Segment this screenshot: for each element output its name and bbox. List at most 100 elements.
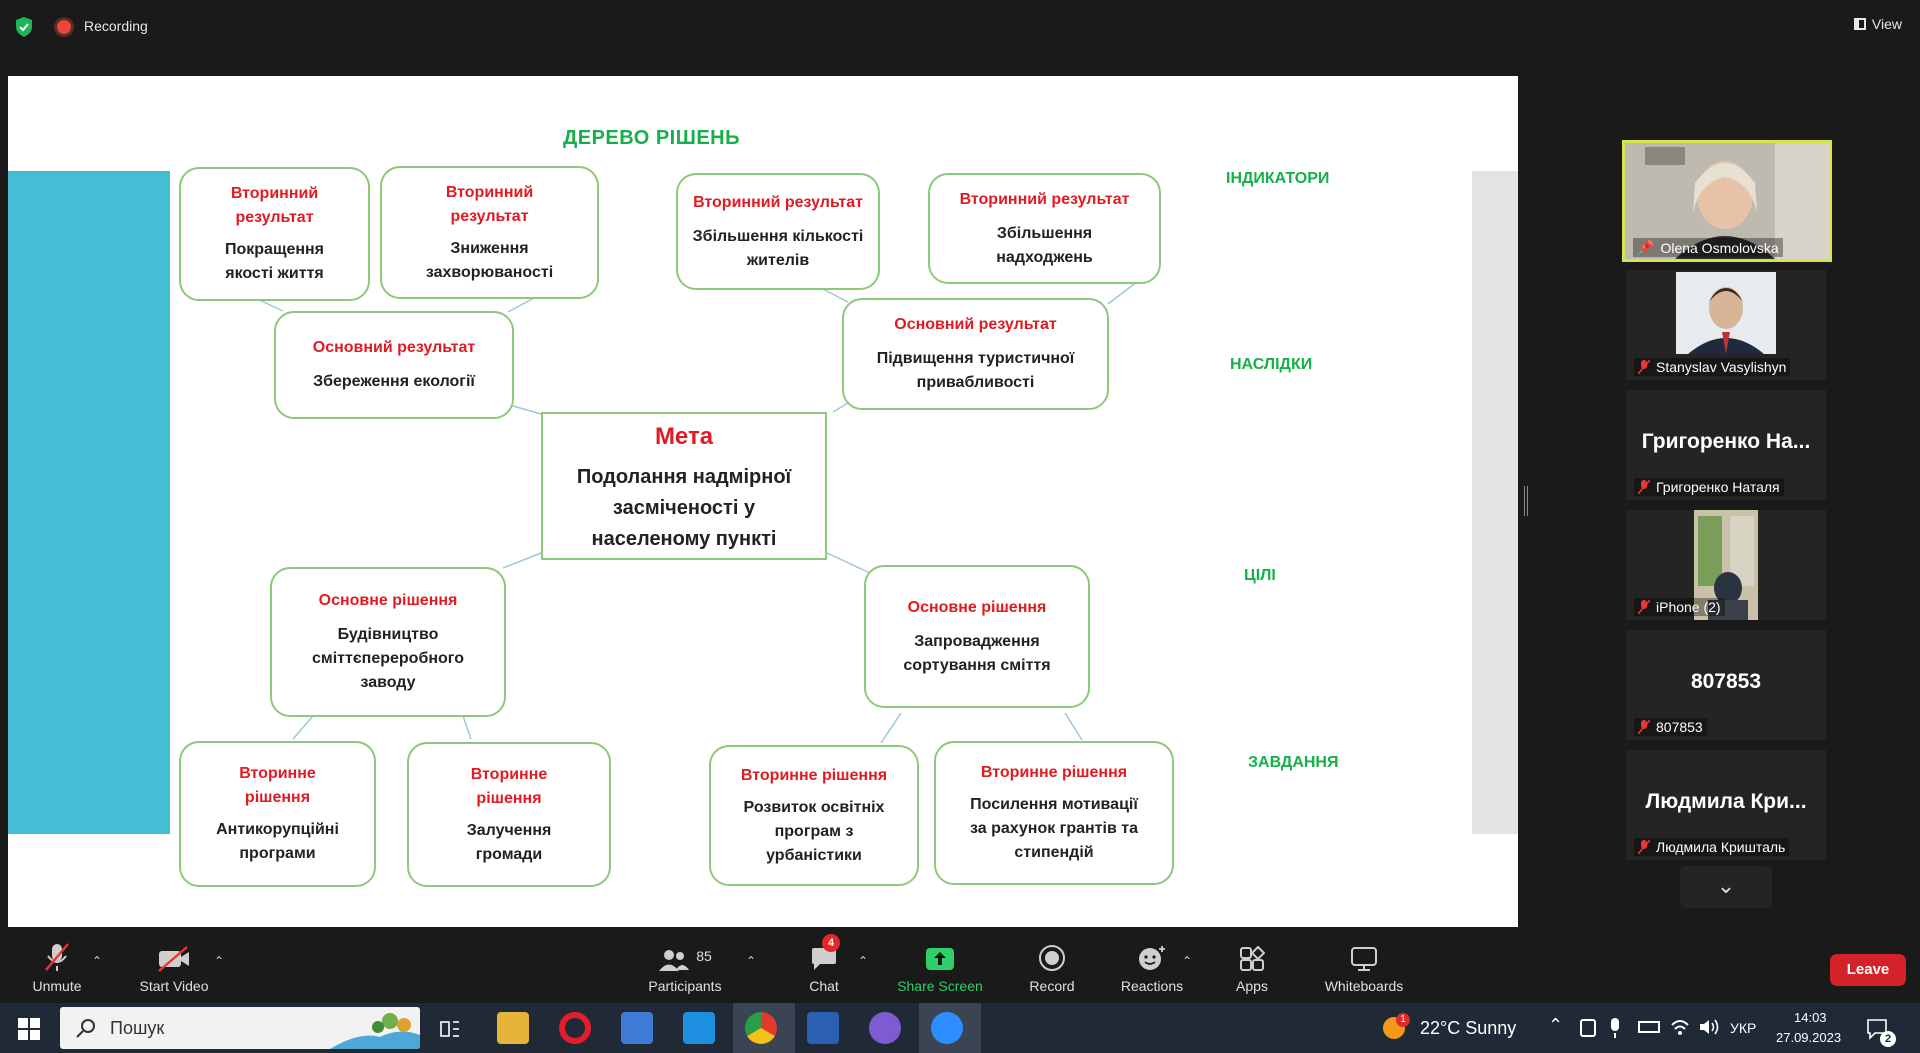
mail-icon[interactable] — [683, 1012, 715, 1044]
weather-badge: 1 — [1396, 1013, 1410, 1027]
participant-tile[interactable]: 807853 807853 — [1626, 630, 1826, 740]
mic-muted-icon — [1638, 480, 1650, 494]
participant-name-text: Григоренко Наталя — [1656, 479, 1780, 495]
record-button[interactable]: Record — [1024, 936, 1080, 1003]
participants-button[interactable]: 85 Participants — [640, 936, 730, 1003]
pin-icon: 📌 — [1637, 239, 1655, 255]
audio-options-caret[interactable]: ⌃ — [92, 954, 103, 968]
whiteboard-icon — [1351, 947, 1377, 971]
notifications-icon[interactable] — [1866, 1017, 1892, 1041]
clock-time[interactable]: 14:03 — [1794, 1010, 1827, 1025]
zoom-window: Recording View ДЕРЕ — [8, 16, 1906, 1003]
node-header: Вторинне рішення — [740, 766, 888, 784]
file-explorer-icon[interactable] — [497, 1012, 529, 1044]
unmute-button[interactable]: Unmute — [20, 936, 94, 1003]
record-icon — [1039, 945, 1065, 971]
participant-video — [1625, 143, 1829, 259]
tray-mic-icon[interactable] — [1608, 1017, 1622, 1039]
battery-icon[interactable] — [1638, 1021, 1660, 1033]
level-indicators: ІНДИКАТОРИ — [1226, 170, 1330, 187]
task-view-icon[interactable] — [440, 1019, 460, 1039]
reactions-button[interactable]: Reactions — [1118, 936, 1186, 1003]
panel-resize-handle[interactable] — [1524, 486, 1528, 516]
node-header: Вторинний — [445, 183, 534, 201]
wifi-icon[interactable] — [1670, 1017, 1690, 1037]
participant-name: Людмила Кришталь — [1634, 838, 1790, 856]
node-text: Будівництво — [337, 626, 439, 643]
participant-tile[interactable]: Людмила Кри... Людмила Кришталь — [1626, 750, 1826, 860]
node-text: сміттєпереробного — [311, 650, 464, 667]
goal-header: Мета — [654, 423, 714, 450]
participant-name: 807853 — [1634, 718, 1707, 736]
node-text: захворюваності — [425, 263, 554, 281]
node-text: Збереження екології — [313, 373, 475, 390]
node-header: Вторинний — [230, 185, 319, 202]
viber-icon[interactable] — [869, 1012, 901, 1044]
participant-initials: Людмила Кри... — [1645, 790, 1807, 813]
mic-muted-icon — [1638, 600, 1650, 614]
speaker-icon[interactable] — [1698, 1017, 1720, 1037]
node-text: Розвиток освітніх — [743, 798, 885, 816]
participant-tile[interactable]: Stanyslav Vasylishyn — [1626, 270, 1826, 380]
leave-button[interactable]: Leave — [1830, 954, 1906, 986]
clock-date[interactable]: 27.09.2023 — [1776, 1030, 1842, 1045]
node-header: Вторинне рішення — [980, 764, 1128, 781]
level-consequences: НАСЛІДКИ — [1230, 356, 1313, 373]
node-header: Основний результат — [312, 339, 476, 356]
chat-button[interactable]: 4 Chat — [800, 934, 848, 1003]
participants-options-caret[interactable]: ⌃ — [746, 954, 757, 968]
store-icon[interactable] — [621, 1012, 653, 1044]
node-header: Основне рішення — [907, 598, 1047, 616]
participant-name: iPhone (2) — [1634, 598, 1725, 616]
chat-options-caret[interactable]: ⌃ — [858, 954, 869, 968]
participant-tile[interactable]: iPhone (2) — [1626, 510, 1826, 620]
video-options-caret[interactable]: ⌃ — [214, 954, 225, 968]
tray-app-icon[interactable] — [1580, 1019, 1596, 1037]
tray-chevron-up-icon[interactable]: ⌃ — [1548, 1015, 1564, 1035]
word-icon[interactable] — [807, 1012, 839, 1044]
node-header: результат — [235, 209, 314, 226]
apps-button[interactable]: Apps — [1232, 936, 1272, 1003]
shared-screen-slide: ДЕРЕВО РІШЕНЬ ІНДИКАТОРИ НАСЛІДКИ ЦІЛІ З… — [8, 76, 1518, 927]
participant-video — [1676, 272, 1776, 354]
view-button[interactable]: View — [1853, 16, 1902, 32]
language-indicator[interactable]: УКР — [1730, 1020, 1757, 1036]
reactions-options-caret[interactable]: ⌃ — [1182, 954, 1193, 968]
whiteboards-button[interactable]: Whiteboards — [1316, 936, 1412, 1003]
windows-taskbar: Пошук 1 22°C Sunny ⌃ УКР 14:03 27.09.202… — [0, 1003, 1920, 1053]
participant-initials: Григоренко На... — [1641, 430, 1811, 453]
level-tasks: ЗАВДАННЯ — [1248, 754, 1339, 771]
node-text: програм з — [774, 822, 854, 840]
goal-text: населеному пункті — [591, 528, 777, 550]
node-text: Збільшення кількості — [692, 227, 864, 245]
share-screen-button[interactable]: Share Screen — [890, 936, 990, 1003]
participants-scroll-down[interactable]: ⌄ — [1680, 866, 1772, 908]
notifications-count: 2 — [1880, 1031, 1896, 1047]
weather-text[interactable]: 22°C Sunny — [1420, 1018, 1517, 1038]
node-text: Залучення — [466, 821, 552, 839]
windows-start-icon[interactable] — [18, 1018, 40, 1040]
node-text: Покращення — [224, 241, 324, 258]
participant-tile[interactable]: 📌 Olena Osmolovska — [1622, 140, 1832, 262]
participant-tile[interactable]: Григоренко На... Григоренко Наталя — [1626, 390, 1826, 500]
opera-icon[interactable] — [559, 1012, 591, 1044]
chrome-icon[interactable] — [745, 1012, 777, 1044]
search-highlight-image — [330, 1013, 420, 1049]
participant-name-text: iPhone (2) — [1656, 599, 1721, 615]
participant-name-text: 807853 — [1656, 719, 1703, 735]
zoom-icon[interactable] — [931, 1012, 963, 1044]
taskbar-search[interactable]: Пошук — [60, 1007, 420, 1049]
start-video-button[interactable]: Start Video — [130, 936, 218, 1003]
slide-left-accent — [8, 171, 170, 834]
chat-label: Chat — [809, 978, 839, 994]
node-text: стипендій — [1014, 844, 1094, 861]
participant-name-text: Людмила Кришталь — [1656, 839, 1786, 855]
slide-title: ДЕРЕВО РІШЕНЬ — [563, 127, 740, 149]
node-text: Збільшення — [996, 224, 1093, 242]
node-primary-result: Основний результат Збереження екології — [274, 311, 514, 419]
node-text: Запровадження — [914, 632, 1040, 650]
shield-icon[interactable] — [14, 16, 34, 38]
